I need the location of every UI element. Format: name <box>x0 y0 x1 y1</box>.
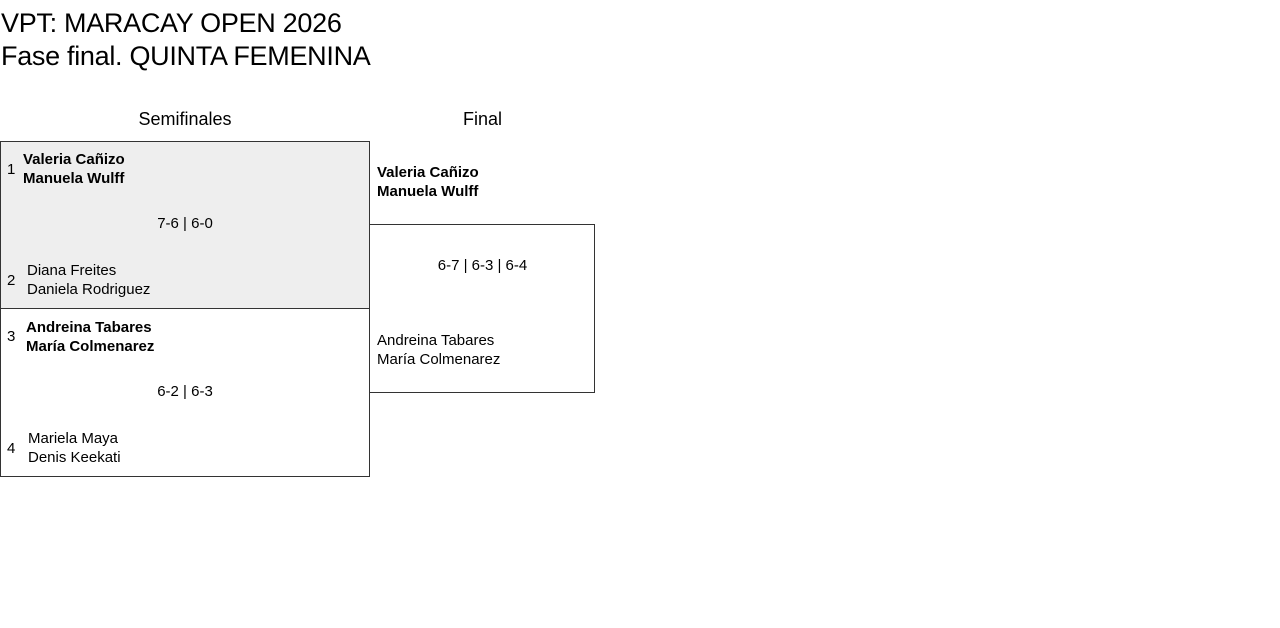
seed: 1 <box>7 161 16 178</box>
player-name: Andreina Tabares <box>26 319 152 336</box>
player-name: María Colmenarez <box>377 351 501 368</box>
final-match[interactable] <box>369 224 595 393</box>
round-header-final: Final <box>462 109 502 129</box>
player-name: Mariela Maya <box>28 430 119 447</box>
player-name: Manuela Wulff <box>23 170 125 187</box>
player-name: Manuela Wulff <box>377 183 479 200</box>
player-name: Valeria Cañizo <box>377 164 479 181</box>
player-name: Denis Keekati <box>28 449 121 466</box>
round-header-semifinals: Semifinales <box>138 109 232 129</box>
page-title: VPT: MARACAY OPEN 2026 <box>1 8 342 38</box>
player-name: Daniela Rodriguez <box>27 281 151 298</box>
seed: 3 <box>7 328 16 345</box>
seed: 2 <box>7 272 16 289</box>
player-name: María Colmenarez <box>26 338 155 355</box>
player-name: Valeria Cañizo <box>23 151 125 168</box>
match-score: 7-6 | 6-0 <box>157 215 213 232</box>
final-score: 6-7 | 6-3 | 6-4 <box>437 257 528 274</box>
page-subtitle: Fase final. QUINTA FEMENINA <box>1 41 371 71</box>
seed: 4 <box>7 440 16 457</box>
player-name: Diana Freites <box>27 262 117 279</box>
match-score: 6-2 | 6-3 <box>157 383 213 400</box>
semifinal-match-1[interactable] <box>0 141 370 309</box>
player-name: Andreina Tabares <box>377 332 495 349</box>
